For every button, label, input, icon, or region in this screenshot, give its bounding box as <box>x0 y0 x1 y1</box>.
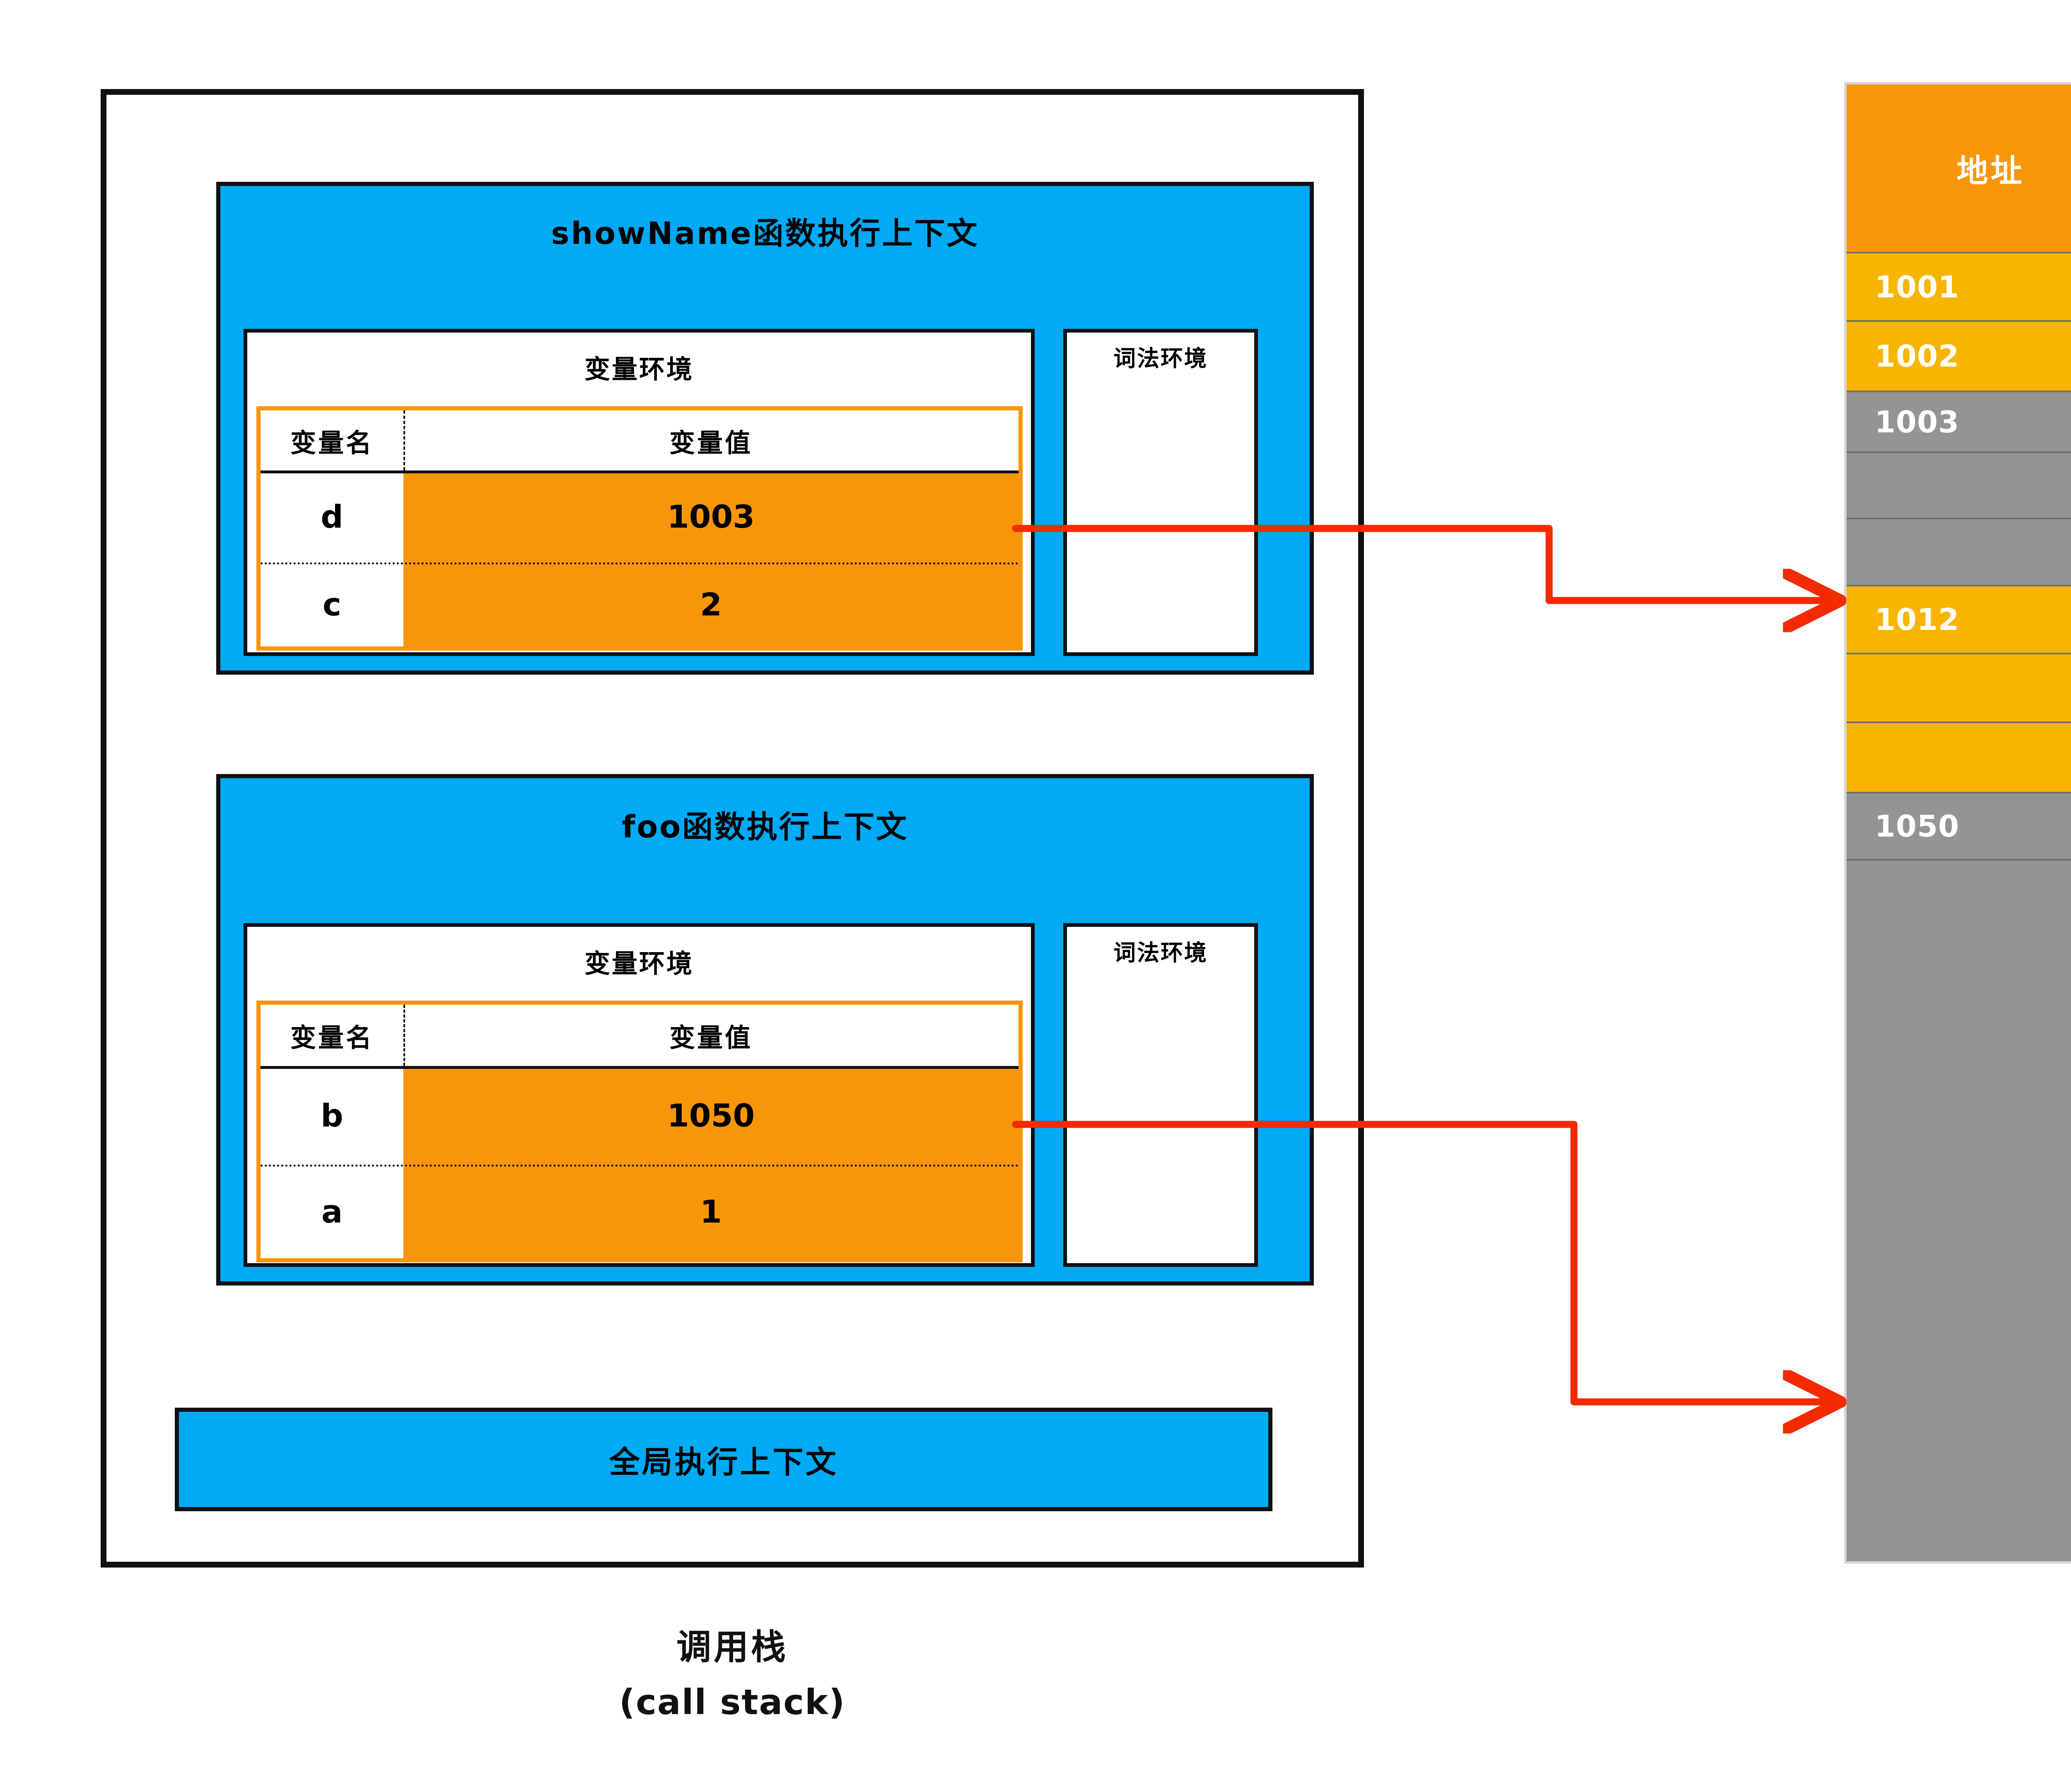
variable-table-header-value-showname: 变量值 <box>669 427 753 458</box>
context-title-foo: foo函数执行上下文 <box>622 809 908 845</box>
caption-call-stack-cn: 调用栈 <box>676 1627 788 1667</box>
variable-row-name-b: b <box>321 1097 343 1134</box>
call-stack-frame: showName函数执行上下文 变量环境 变量名 变量值 d 1 <box>101 89 1364 1568</box>
variable-row-name-d: d <box>321 498 343 535</box>
variable-row-value-d: 1003 <box>667 498 755 535</box>
execution-context-foo: foo函数执行上下文 变量环境 变量名 变量值 b 1050 a 1 <box>216 774 1314 1286</box>
variable-table-header-rule-foo <box>261 1066 1019 1069</box>
variable-environment-title-showname: 变量环境 <box>584 354 694 384</box>
lexical-environment-title-showname: 词法环境 <box>1113 345 1208 371</box>
heap-address-label-1002: 1002 <box>1875 339 1960 374</box>
lexical-environment-foo: 词法环境 <box>1063 923 1258 1267</box>
heap-header-address: 地址 <box>1847 84 2071 253</box>
heap-address-cell-1003: 1003 <box>1847 392 2071 453</box>
variable-value-column-fill-foo <box>403 1066 1019 1258</box>
variable-value-column-fill-showname <box>403 470 1019 646</box>
global-execution-context-label: 全局执行上下文 <box>609 1444 838 1480</box>
variable-row-value-c: 2 <box>700 586 722 623</box>
execution-context-showname: showName函数执行上下文 变量环境 变量名 变量值 d 1 <box>216 182 1314 675</box>
variable-environment-foo: 变量环境 变量名 变量值 b 1050 a 1 <box>244 923 1035 1267</box>
variable-table-header-value-foo: 变量值 <box>669 1023 753 1053</box>
variable-row-divider-showname <box>261 562 1019 564</box>
heap-header-address-label: 地址 <box>1957 152 2025 189</box>
variable-environment-showname: 变量环境 变量名 变量值 d 1003 <box>244 329 1035 656</box>
lexical-environment-showname: 词法环境 <box>1063 329 1258 656</box>
caption-call-stack-en: (call stack) <box>619 1682 846 1722</box>
variable-row-value-b: 1050 <box>667 1097 755 1134</box>
variable-table-header-name-showname: 变量名 <box>290 427 374 458</box>
heap-address-cell-1002: 1002 <box>1847 322 2071 392</box>
variable-table-header-name-foo: 变量名 <box>290 1023 374 1053</box>
variable-table-header-divider-foo <box>403 1005 405 1066</box>
variable-table-showname: 变量名 变量值 d 1003 c 2 <box>256 406 1023 651</box>
heap-address-cell-blank-2 <box>1847 519 2071 586</box>
context-title-showname: showName函数执行上下文 <box>551 216 979 251</box>
heap-address-label-1050: 1050 <box>1875 809 1960 844</box>
variable-table-foo: 变量名 变量值 b 1050 a 1 <box>256 1001 1023 1262</box>
heap-address-cell-1001: 1001 <box>1847 253 2071 322</box>
heap-address-column: 地址 1001 1002 1003 1012 <box>1847 84 2071 1561</box>
variable-row-name-a: a <box>321 1193 343 1230</box>
heap-address-cell-blank-3 <box>1847 654 2071 723</box>
variable-row-value-a: 1 <box>700 1193 722 1230</box>
variable-row-divider-foo <box>261 1165 1019 1167</box>
heap-address-cell-blank-4 <box>1847 723 2071 793</box>
caption-heap: 堆空间 (heap) <box>2046 1619 2071 1722</box>
heap-address-cell-1012: 1012 <box>1847 586 2071 654</box>
heap-table: 地址 1001 1002 1003 1012 <box>1844 82 2071 1564</box>
variable-environment-title-foo: 变量环境 <box>584 948 694 979</box>
lexical-environment-title-foo: 词法环境 <box>1113 940 1208 966</box>
heap-address-label-1003: 1003 <box>1875 404 1960 439</box>
caption-heap-cn: 堆空间 <box>2046 1619 2071 1669</box>
heap-address-label-1012: 1012 <box>1875 602 1960 637</box>
heap-address-cell-blank-1 <box>1847 453 2071 519</box>
heap-address-label-1001: 1001 <box>1875 269 1960 304</box>
variable-table-header-rule-showname <box>261 470 1019 473</box>
caption-call-stack: 调用栈 (call stack) <box>515 1619 950 1722</box>
variable-row-name-c: c <box>322 586 342 623</box>
caption-heap-en: (heap) <box>2046 1682 2071 1722</box>
global-execution-context: 全局执行上下文 <box>175 1408 1272 1511</box>
heap-address-cell-1050: 1050 <box>1847 793 2071 861</box>
heap-address-cell-blank-5 <box>1847 861 2071 1561</box>
variable-table-header-divider-showname <box>403 410 405 470</box>
